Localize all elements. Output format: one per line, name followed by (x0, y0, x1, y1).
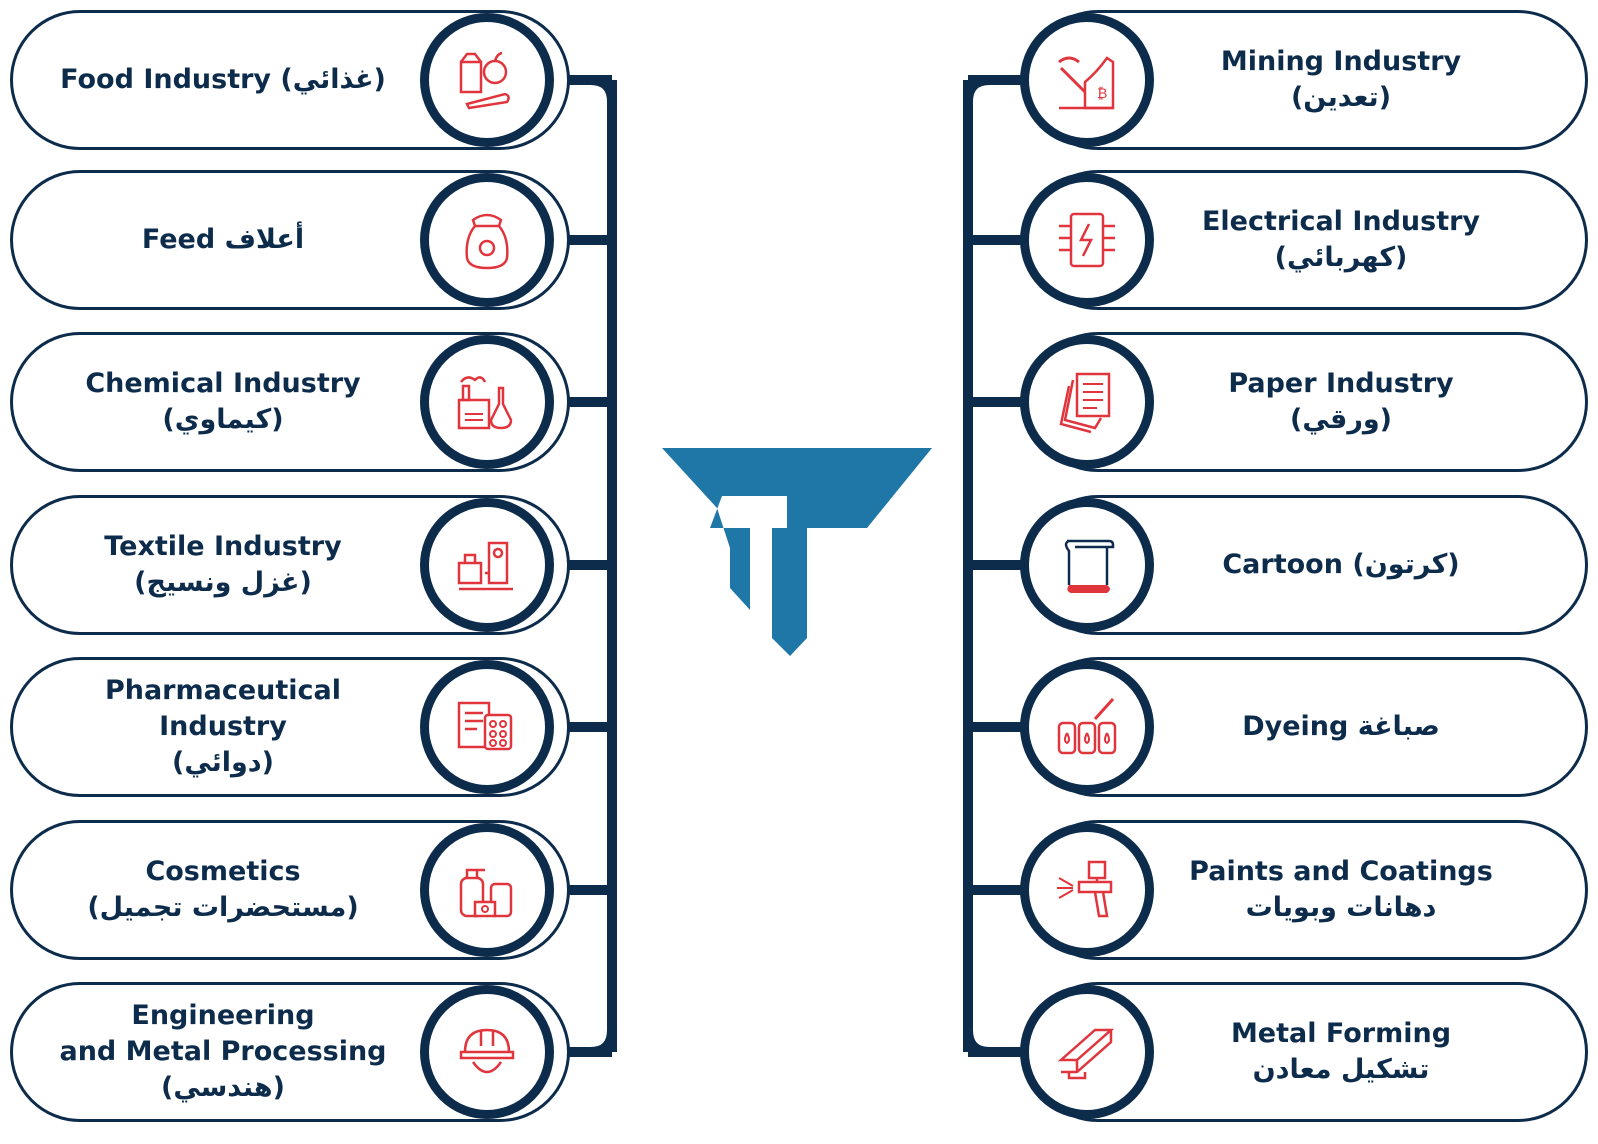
industry-label: Electrical Industry (كهربائي) (1151, 173, 1531, 307)
icon-circle (1020, 985, 1154, 1119)
industry-label: Cartoon (كرتون) (1151, 498, 1531, 632)
feed-sack-icon (465, 213, 509, 270)
cosmetics-icon (459, 868, 513, 918)
right-industry-item: Paints and Coatings دهانات وبويات (1028, 820, 1588, 960)
industry-label-line: (ورقي) (1289, 404, 1392, 435)
steel-beam-icon (1057, 1028, 1115, 1080)
industry-label: Paints and Coatings دهانات وبويات (1151, 823, 1531, 957)
paper-icon (1059, 372, 1111, 434)
icon-circle (420, 660, 554, 794)
icon-circle (1020, 823, 1154, 957)
icon-circle (420, 13, 554, 147)
company-logo (662, 448, 932, 656)
industry-label-line: Metal Forming (1230, 1018, 1452, 1049)
industry-label-line: and Metal Processing (59, 1036, 387, 1067)
industry-label: Food Industry (غذائي) (33, 13, 413, 147)
icon-circle (1020, 335, 1154, 469)
spray-gun-icon (1057, 860, 1113, 918)
industry-label-line: Pharmaceutical (104, 675, 342, 706)
industry-label-line: (تعدين) (1290, 82, 1392, 113)
svg-text:₿: ₿ (1097, 86, 1107, 102)
dye-bottles-icon (1057, 697, 1117, 755)
industry-label-line: Food Industry (غذائي) (60, 64, 386, 95)
textile-machine-icon (457, 541, 513, 591)
logo-mark (662, 448, 932, 656)
connector-line (589, 75, 617, 103)
connector-line (963, 1029, 991, 1057)
industry-label: Mining Industry (تعدين) (1151, 13, 1531, 147)
icon-circle (420, 173, 554, 307)
icon-circle (1020, 660, 1154, 794)
mining-icon: ₿ (1058, 56, 1115, 110)
industry-label-line: Electrical Industry (1201, 206, 1481, 237)
industry-label-line: Paper Industry (1228, 368, 1454, 399)
industry-label-line: Cosmetics (145, 856, 301, 887)
industry-label-line: Paints and Coatings (1189, 856, 1493, 887)
industry-label: Cosmetics (مستحضرات تجميل) (33, 823, 413, 957)
connector-line (963, 75, 991, 103)
industry-label-line: (دوائي) (171, 747, 275, 778)
industry-label-line: Chemical Industry (85, 368, 361, 399)
industry-label-line: (مستحضرات تجميل) (87, 892, 359, 923)
cardboard-scroll-icon (1064, 539, 1115, 593)
industry-label-line: Industry (159, 711, 287, 742)
industry-label: Feed أعلاف (33, 173, 413, 307)
industry-label-line: دهانات وبويات (1245, 892, 1437, 923)
icon-circle (420, 498, 554, 632)
industry-label-line: Mining Industry (1220, 46, 1462, 77)
icon-circle (420, 335, 554, 469)
industry-label-line: تشكيل معادن (1252, 1054, 1430, 1085)
connector-line (589, 1029, 617, 1057)
industry-label: Paper Industry (ورقي) (1151, 335, 1531, 469)
engineer-helmet-icon (459, 1028, 515, 1074)
chemical-factory-icon (457, 376, 513, 430)
industry-label-line: (هندسي) (161, 1072, 285, 1103)
industry-label: Textile Industry (غزل ونسيج) (33, 498, 413, 632)
icon-circle (1020, 498, 1154, 632)
icon-circle (1020, 173, 1154, 307)
industry-label-line: (كيماوي) (162, 404, 284, 435)
pharmaceutical-icon (457, 701, 513, 751)
industry-label-line: Cartoon (كرتون) (1222, 549, 1460, 580)
industry-label: Dyeing صباغة (1151, 660, 1531, 794)
icon-circle: ₿ (1020, 13, 1154, 147)
electrical-chip-icon (1059, 212, 1115, 268)
industry-label: Engineering and Metal Processing (هندسي) (33, 985, 413, 1119)
icon-circle (420, 985, 554, 1119)
industry-label-line: (غزل ونسيج) (134, 567, 312, 598)
industry-label-line: Feed أعلاف (141, 224, 305, 255)
industry-label: Metal Forming تشكيل معادن (1151, 985, 1531, 1119)
industry-label-line: (كهربائي) (1274, 242, 1408, 273)
industry-label: Chemical Industry (كيماوي) (33, 335, 413, 469)
industry-label-line: Engineering (131, 1000, 315, 1031)
industry-label-line: Textile Industry (104, 531, 342, 562)
industry-label-line: Dyeing صباغة (1242, 711, 1440, 742)
icon-circle (420, 823, 554, 957)
food-icon (459, 51, 510, 110)
